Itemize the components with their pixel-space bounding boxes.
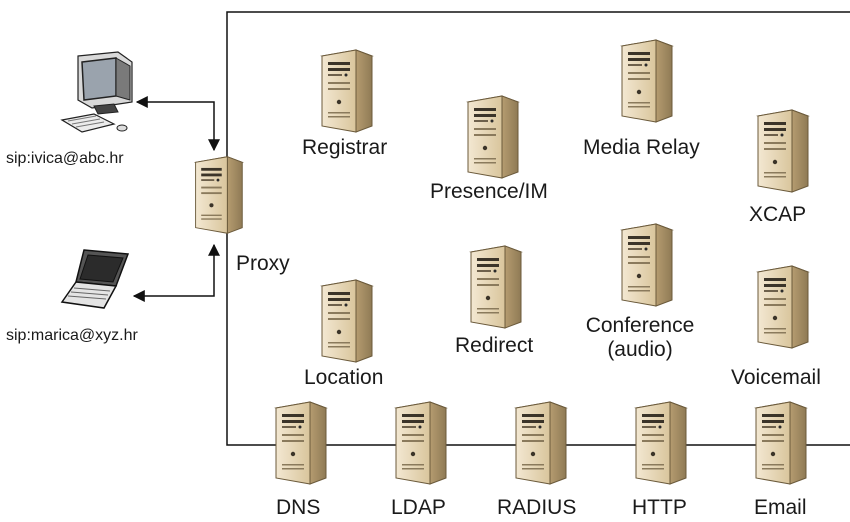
- http-label: HTTP: [632, 496, 687, 519]
- voicemail-label: Voicemail: [731, 366, 821, 389]
- proxy-label: Proxy: [236, 252, 290, 275]
- conference-label: Conference (audio): [584, 314, 696, 362]
- media-relay-server-icon: [621, 39, 673, 123]
- location-label: Location: [304, 366, 384, 389]
- conference-label-line1: Conference: [585, 314, 695, 337]
- dns-label: DNS: [276, 496, 321, 519]
- radius-server-icon: [515, 401, 567, 485]
- redirect-label: Redirect: [455, 334, 534, 357]
- laptop-icon: [61, 249, 129, 309]
- client-address-label: sip:ivica@abc.hr: [6, 150, 124, 167]
- email-server-icon: [755, 401, 807, 485]
- location-server-icon: [321, 279, 373, 363]
- registrar-label: Registrar: [302, 136, 388, 159]
- presence-label: Presence/IM: [430, 180, 548, 203]
- registrar-server-icon: [321, 49, 373, 133]
- xcap-server-icon: [757, 109, 809, 193]
- redirect-server-icon: [470, 245, 522, 329]
- proxy-server-icon: [195, 156, 243, 234]
- desktop-computer-icon: [61, 51, 133, 133]
- client-address-label: sip:marica@xyz.hr: [6, 327, 138, 344]
- radius-label: RADIUS: [497, 496, 577, 519]
- ldap-server-icon: [395, 401, 447, 485]
- voicemail-server-icon: [757, 265, 809, 349]
- conference-server-icon: [621, 223, 673, 307]
- http-server-icon: [635, 401, 687, 485]
- xcap-label: XCAP: [749, 203, 807, 226]
- conference-label-line2: (audio): [607, 338, 673, 362]
- dns-server-icon: [275, 401, 327, 485]
- email-label: Email: [754, 496, 807, 519]
- media-relay-label: Media Relay: [583, 136, 700, 159]
- presence-server-icon: [467, 95, 519, 179]
- ldap-label: LDAP: [391, 496, 446, 519]
